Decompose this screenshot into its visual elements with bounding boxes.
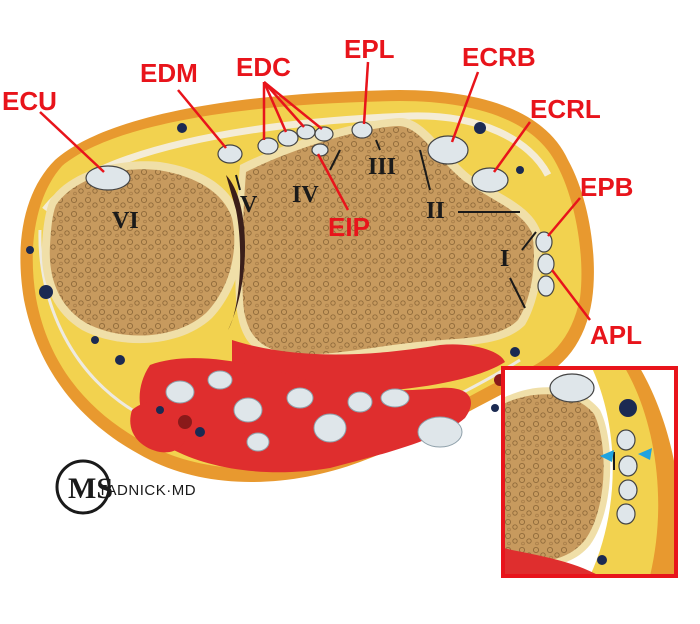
compartment-numerals: VI V IV III II I <box>112 154 509 272</box>
ecrl-leader <box>492 121 532 173</box>
numeral-i: I <box>500 246 509 272</box>
ecu-leader <box>39 111 105 173</box>
forearm-section <box>20 90 594 482</box>
epl-tendon <box>351 121 373 139</box>
stadnick-logo: MS TADNICK·MD <box>55 459 196 515</box>
label-ecrl: ECRL <box>530 94 601 124</box>
edc-tendon-3 <box>296 124 316 140</box>
eip-leader <box>316 153 350 211</box>
ecu-tendon <box>85 165 131 191</box>
edc-tendon-4 <box>314 126 334 142</box>
numeral-v: V <box>240 192 258 218</box>
extensor-tendons <box>85 121 555 297</box>
inset-frame <box>501 366 678 578</box>
label-eip: EIP <box>328 212 370 242</box>
edm-leader <box>177 89 227 149</box>
label-epl: EPL <box>344 34 395 64</box>
label-epb: EPB <box>580 172 633 202</box>
muscle-labels: ECU EDM EDC EPL ECRB ECRL EPB EIP APL <box>2 34 642 350</box>
label-apl: APL <box>590 320 642 350</box>
epb-leader <box>547 197 581 237</box>
fcu-muscle <box>130 401 188 453</box>
edc-leader-3 <box>263 81 305 128</box>
eip-tendon <box>311 143 329 157</box>
leader-lines <box>39 61 591 321</box>
apl-tendon-2 <box>537 275 555 297</box>
radius-bone <box>242 126 534 355</box>
inset-arrow-icon <box>638 448 652 460</box>
logo-circle <box>55 459 111 515</box>
numeral-vi: VI <box>112 208 139 234</box>
edc-leader-2 <box>262 81 288 133</box>
flexor-tendons <box>165 370 463 452</box>
label-edm: EDM <box>140 58 198 88</box>
ecrb-tendon <box>427 135 469 165</box>
epb-tendon <box>535 231 553 253</box>
edc-tendon-2 <box>277 129 299 147</box>
logo-initials: MS <box>68 472 113 505</box>
inset-panel <box>501 366 678 578</box>
inset-arrow-icon <box>600 450 614 462</box>
label-ecu: ECU <box>2 86 57 116</box>
numeral-ii: II <box>426 198 445 224</box>
ulna-bone <box>49 169 235 336</box>
numeral-iii: III <box>368 154 396 180</box>
compartment-septa <box>235 139 537 309</box>
epl-leader <box>362 61 370 125</box>
logo-name: TADNICK·MD <box>98 482 196 499</box>
apl-tendon-1 <box>537 253 555 275</box>
edm-tendon <box>217 144 243 164</box>
edc-leader-4 <box>263 81 323 130</box>
ecrl-tendon <box>471 167 509 193</box>
ecrb-leader <box>450 71 480 143</box>
druj-cleft <box>226 175 246 330</box>
edc-tendon-1 <box>257 137 279 155</box>
apl-leader <box>551 269 591 321</box>
label-edc: EDC <box>236 52 291 82</box>
numeral-iv: IV <box>292 182 319 208</box>
label-ecrb: ECRB <box>462 42 536 72</box>
